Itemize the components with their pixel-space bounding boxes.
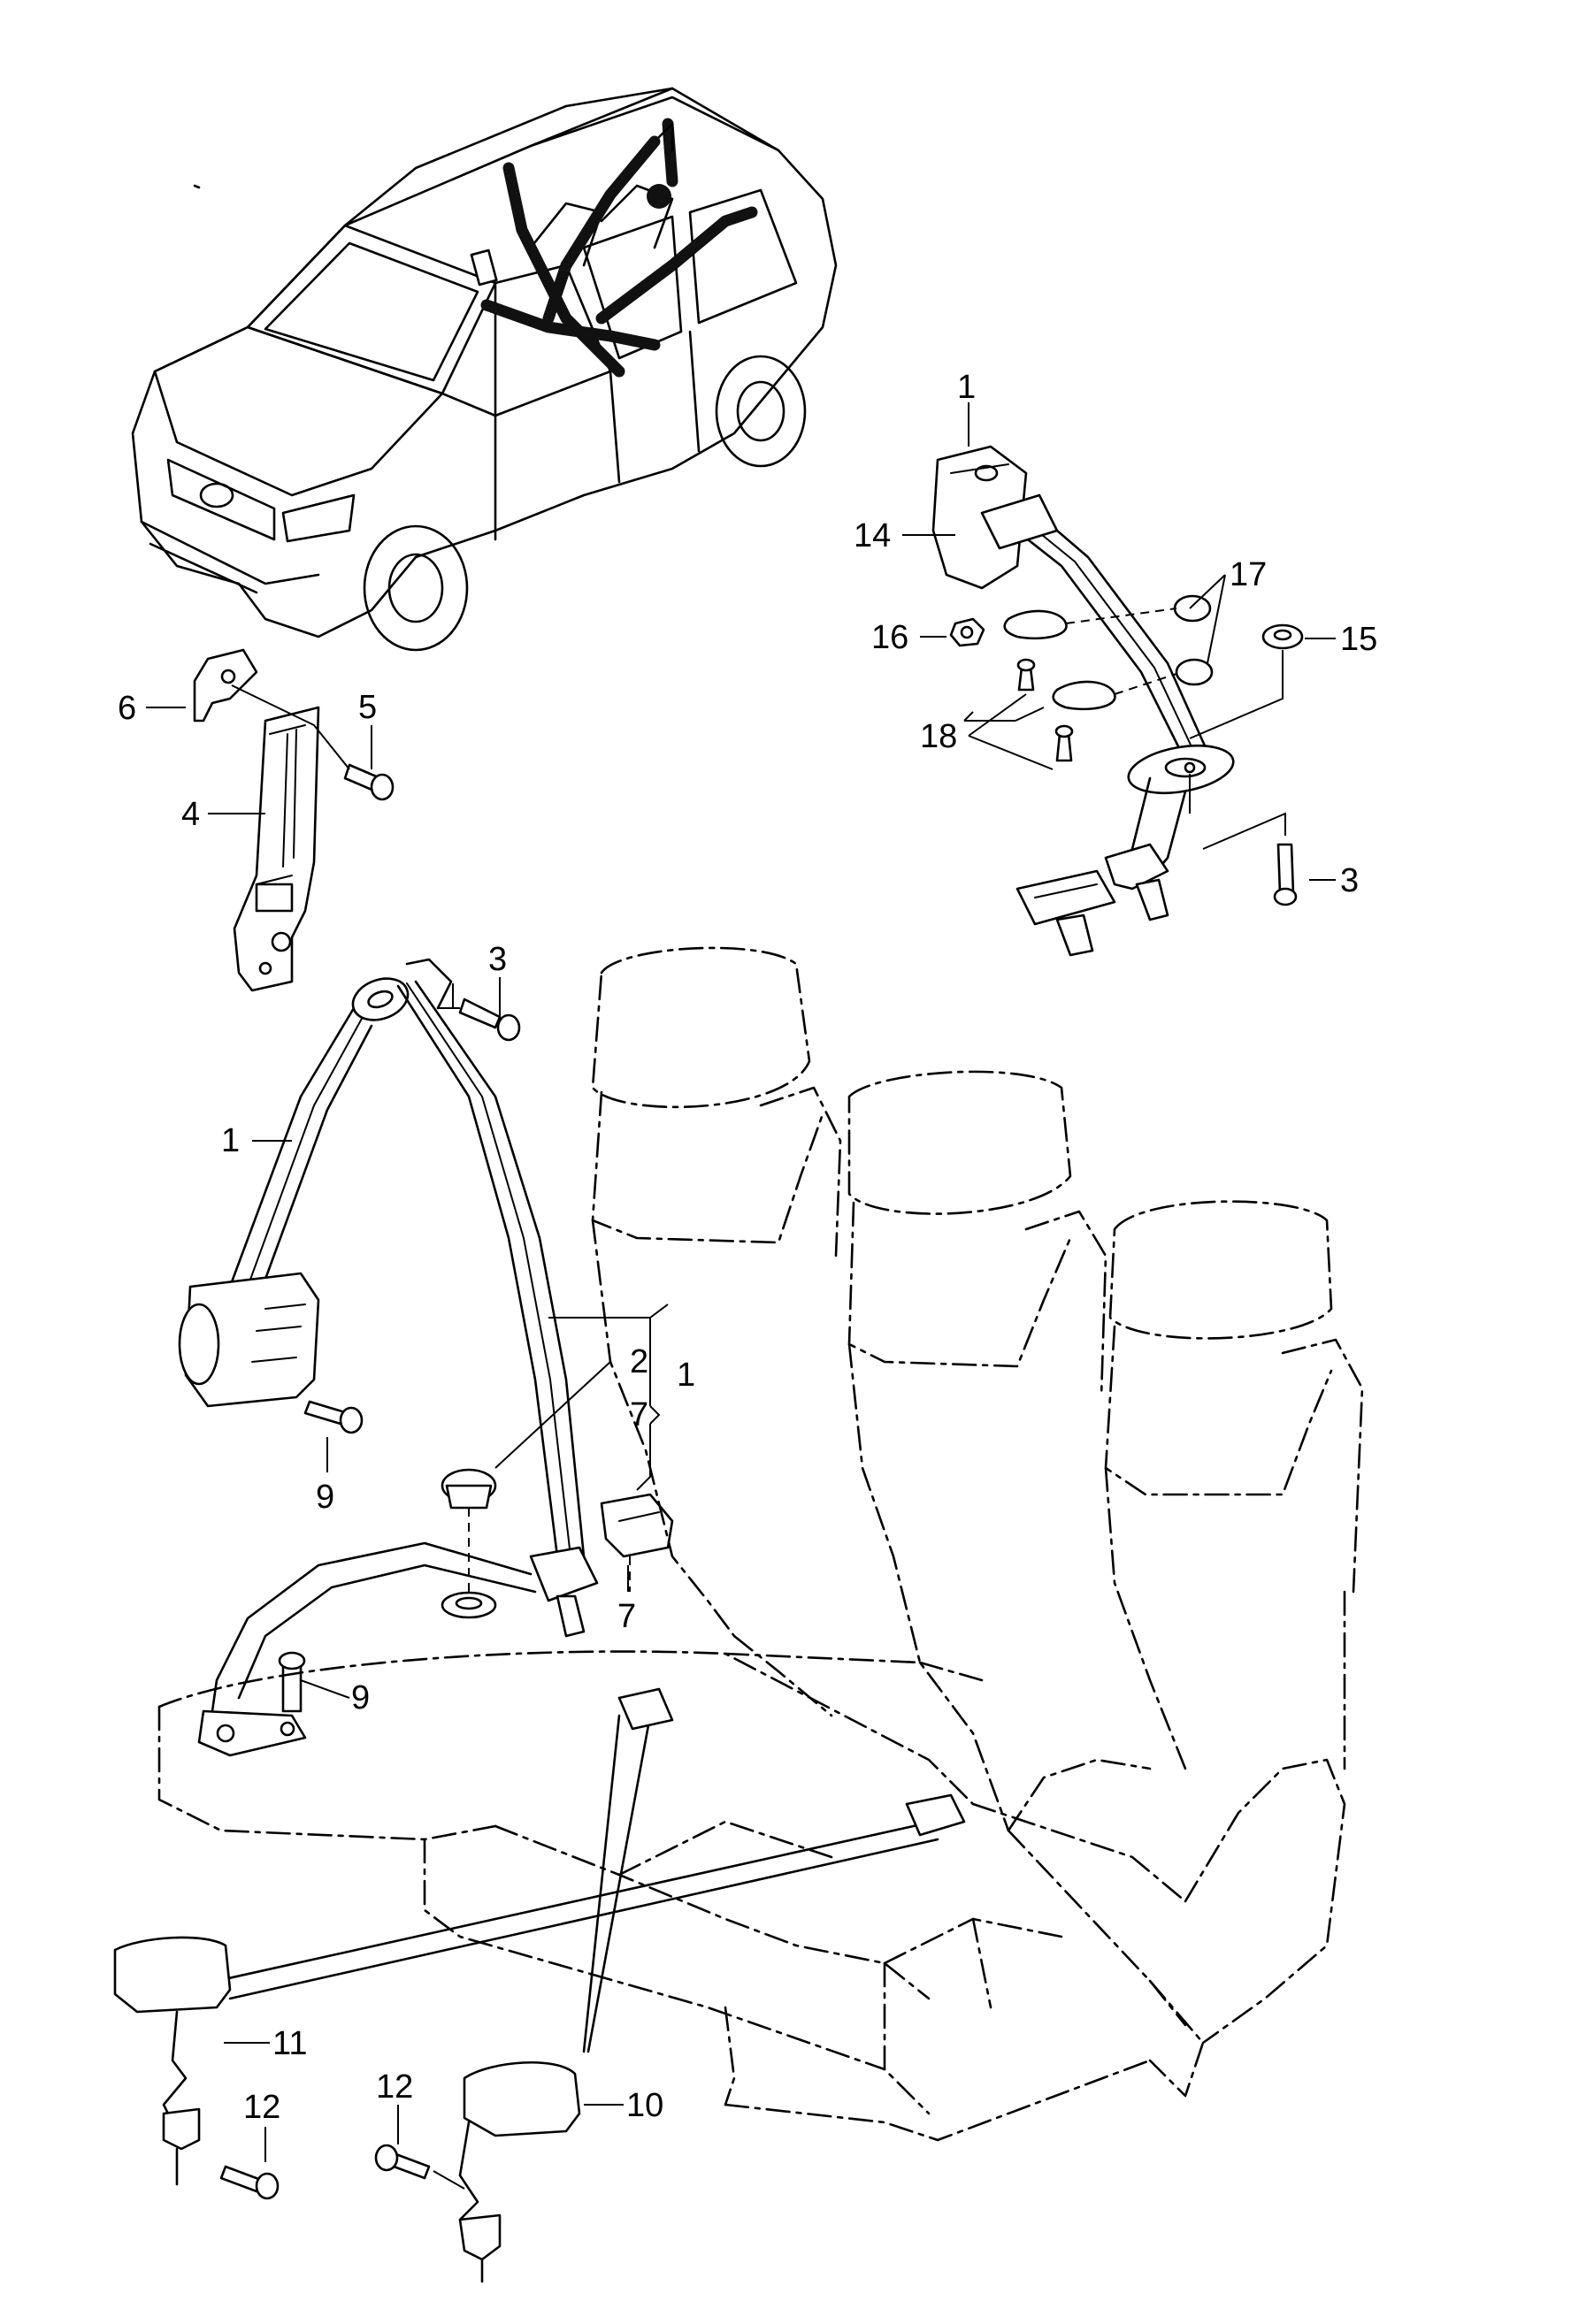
label-5: 5 (358, 689, 377, 726)
label-15: 15 (1340, 621, 1377, 658)
label-18: 18 (920, 718, 957, 755)
label-12-left: 12 (243, 2089, 280, 2126)
label-3-rear: 3 (1340, 862, 1359, 899)
rear-seats-outline (157, 946, 1364, 2142)
label-2: 2 (630, 1343, 648, 1380)
label-11: 11 (272, 2025, 307, 2062)
leader-lines (146, 402, 1336, 2162)
label-1-rear: 1 (957, 369, 976, 406)
height-adjuster-assembly (193, 648, 395, 992)
label-12-right: 12 (376, 2068, 413, 2106)
label-6: 6 (118, 690, 136, 727)
label-1-belt: 1 (221, 1122, 240, 1159)
rear-center-belt-assembly (931, 445, 1304, 957)
vehicle-illustration (131, 87, 838, 652)
label-7-guide: 7 (617, 1598, 636, 1635)
label-10: 10 (626, 2087, 663, 2124)
label-9-anchor: 9 (351, 1679, 370, 1716)
callout-labels: 6 5 4 3 1 9 2 7 1 7 9 1 14 17 16 15 18 3… (118, 369, 1377, 2126)
label-14: 14 (854, 517, 891, 554)
rear-buckle-straps (113, 1687, 966, 2283)
label-7-bracket: 7 (630, 1396, 648, 1433)
label-1-bracket: 1 (677, 1357, 695, 1394)
label-3-top: 3 (488, 941, 507, 978)
label-9-retractor: 9 (316, 1479, 334, 1516)
label-17: 17 (1230, 556, 1267, 593)
label-4: 4 (181, 796, 200, 833)
front-seat-belt (178, 958, 674, 1757)
label-16: 16 (871, 619, 908, 656)
